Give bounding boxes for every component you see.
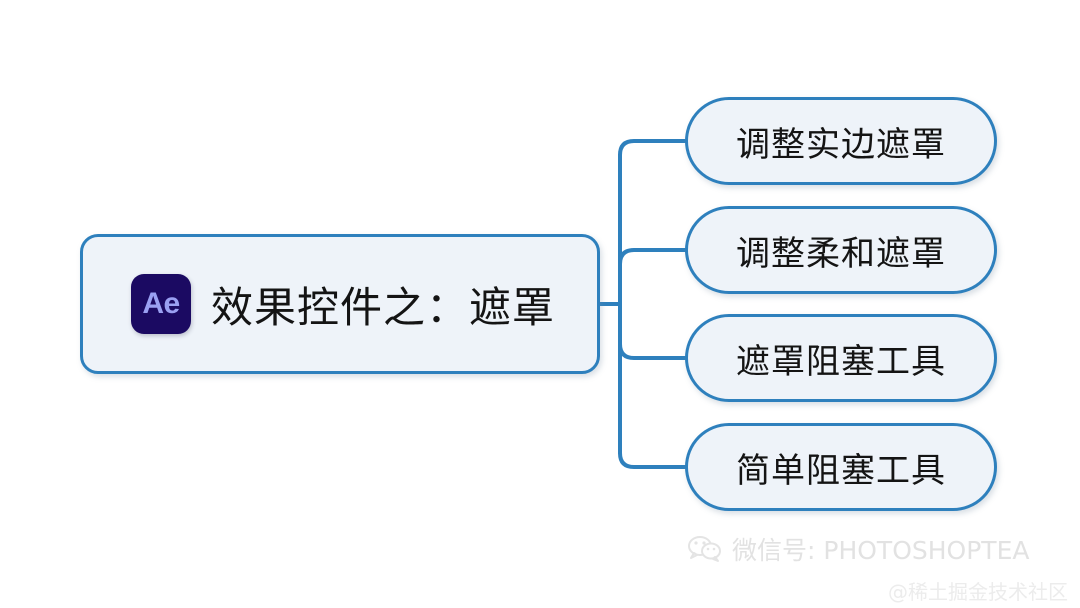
- mindmap-child-node[interactable]: 遮罩阻塞工具: [685, 314, 997, 402]
- mindmap-child-node[interactable]: 简单阻塞工具: [685, 423, 997, 511]
- connector-branch-3: [618, 342, 687, 360]
- mindmap-child-label: 调整柔和遮罩: [736, 233, 946, 274]
- mindmap-root-node[interactable]: Ae 效果控件之：遮罩: [80, 234, 600, 374]
- connector-branch-4: [618, 451, 687, 469]
- wechat-icon: [688, 536, 721, 562]
- after-effects-logo-text: Ae: [142, 287, 180, 320]
- watermark-credit: @稀土掘金技术社区: [888, 580, 1068, 604]
- mindmap-child-node[interactable]: 调整实边遮罩: [685, 97, 997, 185]
- after-effects-logo-icon: Ae: [131, 274, 191, 334]
- mindmap-child-label: 调整实边遮罩: [736, 124, 946, 165]
- connector-branch-1: [618, 139, 687, 157]
- watermark-wechat-text: 微信号: PHOTOSHOPTEA: [732, 536, 1030, 565]
- mindmap-child-node[interactable]: 调整柔和遮罩: [685, 206, 997, 294]
- mindmap-child-label: 遮罩阻塞工具: [736, 341, 946, 382]
- mindmap-child-label: 简单阻塞工具: [736, 450, 946, 491]
- connector-branch-2: [618, 248, 687, 266]
- mindmap-root-label: 效果控件之：遮罩: [211, 282, 556, 332]
- watermark-wechat: 微信号: PHOTOSHOPTEA: [688, 531, 1029, 567]
